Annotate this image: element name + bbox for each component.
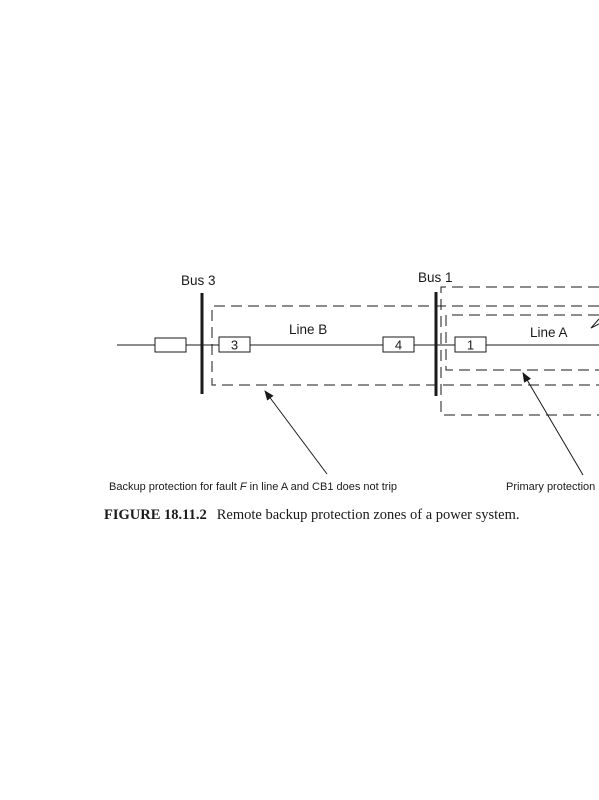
primary-arrow (522, 372, 584, 476)
figure-caption-text: Remote backup protection zones of a powe… (216, 507, 520, 523)
breaker-1-label: 1 (467, 338, 474, 353)
bus-3-label: Bus 3 (181, 273, 216, 288)
breaker-left (154, 337, 187, 353)
line-b-label: Line B (289, 322, 327, 337)
bus-1-label: Bus 1 (418, 270, 453, 285)
breaker-3 (218, 336, 251, 353)
figure-label: FIGURE 18.11.2 (104, 507, 207, 523)
backup-zone-line-b (211, 305, 599, 386)
primary-zone-line-a (445, 314, 599, 371)
primary-annotation: Primary protection (506, 481, 595, 493)
figure-caption: FIGURE 18.11.2 Remote backup protection z… (104, 507, 520, 524)
backup-arrow (264, 390, 328, 475)
line-a-label: Line A (530, 325, 568, 340)
breaker-3-label: 3 (231, 338, 238, 353)
fault-pointer-arrow (590, 318, 599, 329)
fault-pointer-head (590, 323, 599, 329)
breaker-1 (454, 336, 487, 353)
backup-annotation: Backup protection for fault F in line A … (109, 481, 397, 493)
breaker-4-label: 4 (395, 338, 402, 353)
outer-zone-bus-1 (440, 286, 599, 416)
breaker-4 (382, 336, 415, 353)
